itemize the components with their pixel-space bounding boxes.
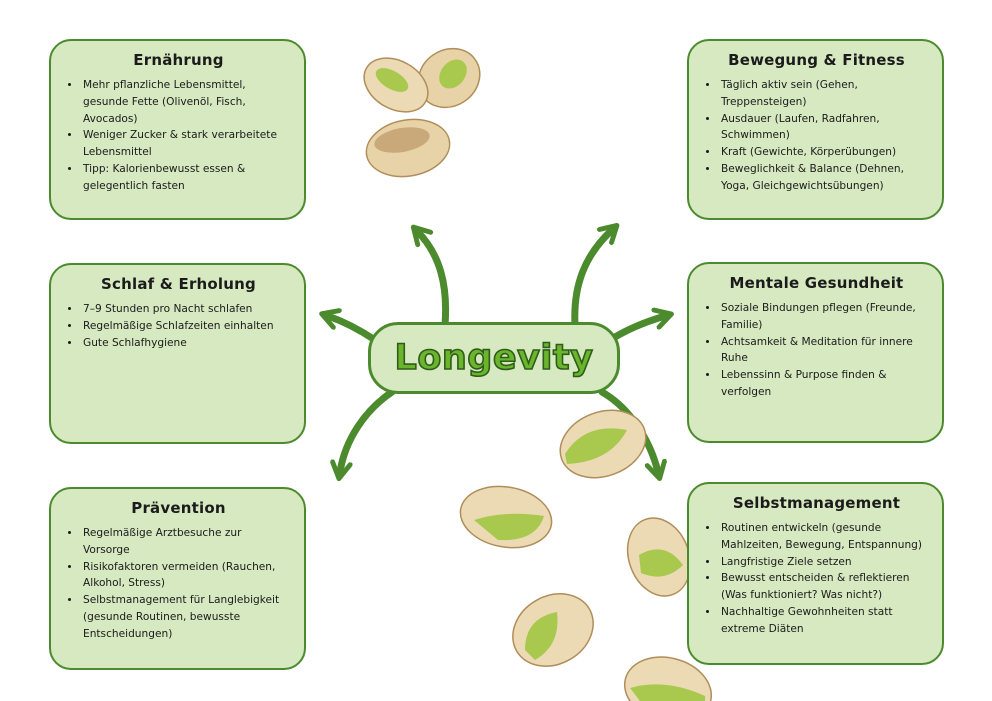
- pistachio-icon: [363, 47, 481, 178]
- list-item: Beweglichkeit & Balance (Dehnen, Yoga, G…: [719, 161, 926, 195]
- center-topic: Longevity: [368, 322, 620, 394]
- list-item: Regelmäßige Arztbesuche zur Vorsorge: [81, 525, 288, 559]
- pistachio-icon: [459, 485, 553, 549]
- list-item: Täglich aktiv sein (Gehen, Treppensteige…: [719, 77, 926, 111]
- pistachio-icon: [623, 656, 713, 701]
- list-item: Regelmäßige Schlafzeiten einhalten: [81, 318, 288, 335]
- card-praevention: Prävention Regelmäßige Arztbesuche zur V…: [49, 487, 306, 670]
- bullet-list: Regelmäßige Arztbesuche zur Vorsorge Ris…: [69, 525, 288, 643]
- list-item: Ausdauer (Laufen, Radfahren, Schwimmen): [719, 111, 926, 145]
- card-title: Mentale Gesundheit: [729, 274, 904, 292]
- list-item: Langfristige Ziele setzen: [719, 554, 926, 571]
- list-item: Weniger Zucker & stark verarbeitete Lebe…: [81, 127, 288, 161]
- arrow-to-mental: [611, 316, 665, 341]
- list-item: Soziale Bindungen pflegen (Freunde, Fami…: [719, 300, 926, 334]
- list-item: Risikofaktoren vermeiden (Rauchen, Alkoh…: [81, 559, 288, 593]
- card-ernaehrung: Ernährung Mehr pflanzliche Lebensmittel,…: [49, 39, 306, 220]
- list-item: Bewusst entscheiden & reflektieren (Was …: [719, 570, 926, 604]
- bullet-list: Routinen entwickeln (gesunde Mahlzeiten,…: [707, 520, 926, 638]
- list-item: Kraft (Gewichte, Körperübungen): [719, 144, 926, 161]
- card-mental: Mentale Gesundheit Soziale Bindungen pfl…: [687, 262, 944, 443]
- card-title: Prävention: [131, 499, 226, 517]
- bullet-list: Soziale Bindungen pflegen (Freunde, Fami…: [707, 300, 926, 401]
- card-schlaf: Schlaf & Erholung 7–9 Stunden pro Nacht …: [49, 263, 306, 444]
- center-title: Longevity: [394, 337, 594, 379]
- list-item: Routinen entwickeln (gesunde Mahlzeiten,…: [719, 520, 926, 554]
- list-item: Selbstmanagement für Langlebigkeit (gesu…: [81, 592, 288, 642]
- card-title: Ernährung: [133, 51, 224, 69]
- bullet-list: 7–9 Stunden pro Nacht schlafen Regelmäßi…: [69, 301, 288, 351]
- arrow-to-ernaehrung: [418, 232, 450, 329]
- pistachio-icon: [559, 409, 647, 479]
- pistachio-icon: [512, 593, 594, 667]
- list-item: Achtsamkeit & Meditation für innere Ruhe: [719, 334, 926, 368]
- list-item: 7–9 Stunden pro Nacht schlafen: [81, 301, 288, 318]
- arrow-to-schlaf: [328, 316, 379, 344]
- arrow-to-bewegung: [571, 230, 612, 329]
- card-bewegung: Bewegung & Fitness Täglich aktiv sein (G…: [687, 39, 944, 220]
- card-selbstmanagement: Selbstmanagement Routinen entwickeln (ge…: [687, 482, 944, 665]
- list-item: Mehr pflanzliche Lebensmittel, gesunde F…: [81, 77, 288, 127]
- list-item: Nachhaltige Gewohnheiten statt extreme D…: [719, 604, 926, 638]
- bullet-list: Täglich aktiv sein (Gehen, Treppensteige…: [707, 77, 926, 195]
- pistachio-icon: [626, 517, 690, 597]
- arrow-to-praevention: [340, 388, 396, 472]
- list-item: Tipp: Kalorienbewusst essen & gelegentli…: [81, 161, 288, 195]
- card-title: Selbstmanagement: [732, 494, 901, 512]
- list-item: Gute Schlafhygiene: [81, 335, 288, 352]
- card-title: Schlaf & Erholung: [101, 275, 256, 293]
- bullet-list: Mehr pflanzliche Lebensmittel, gesunde F…: [69, 77, 288, 195]
- list-item: Lebenssinn & Purpose finden & verfolgen: [719, 367, 926, 401]
- card-title: Bewegung & Fitness: [728, 51, 905, 69]
